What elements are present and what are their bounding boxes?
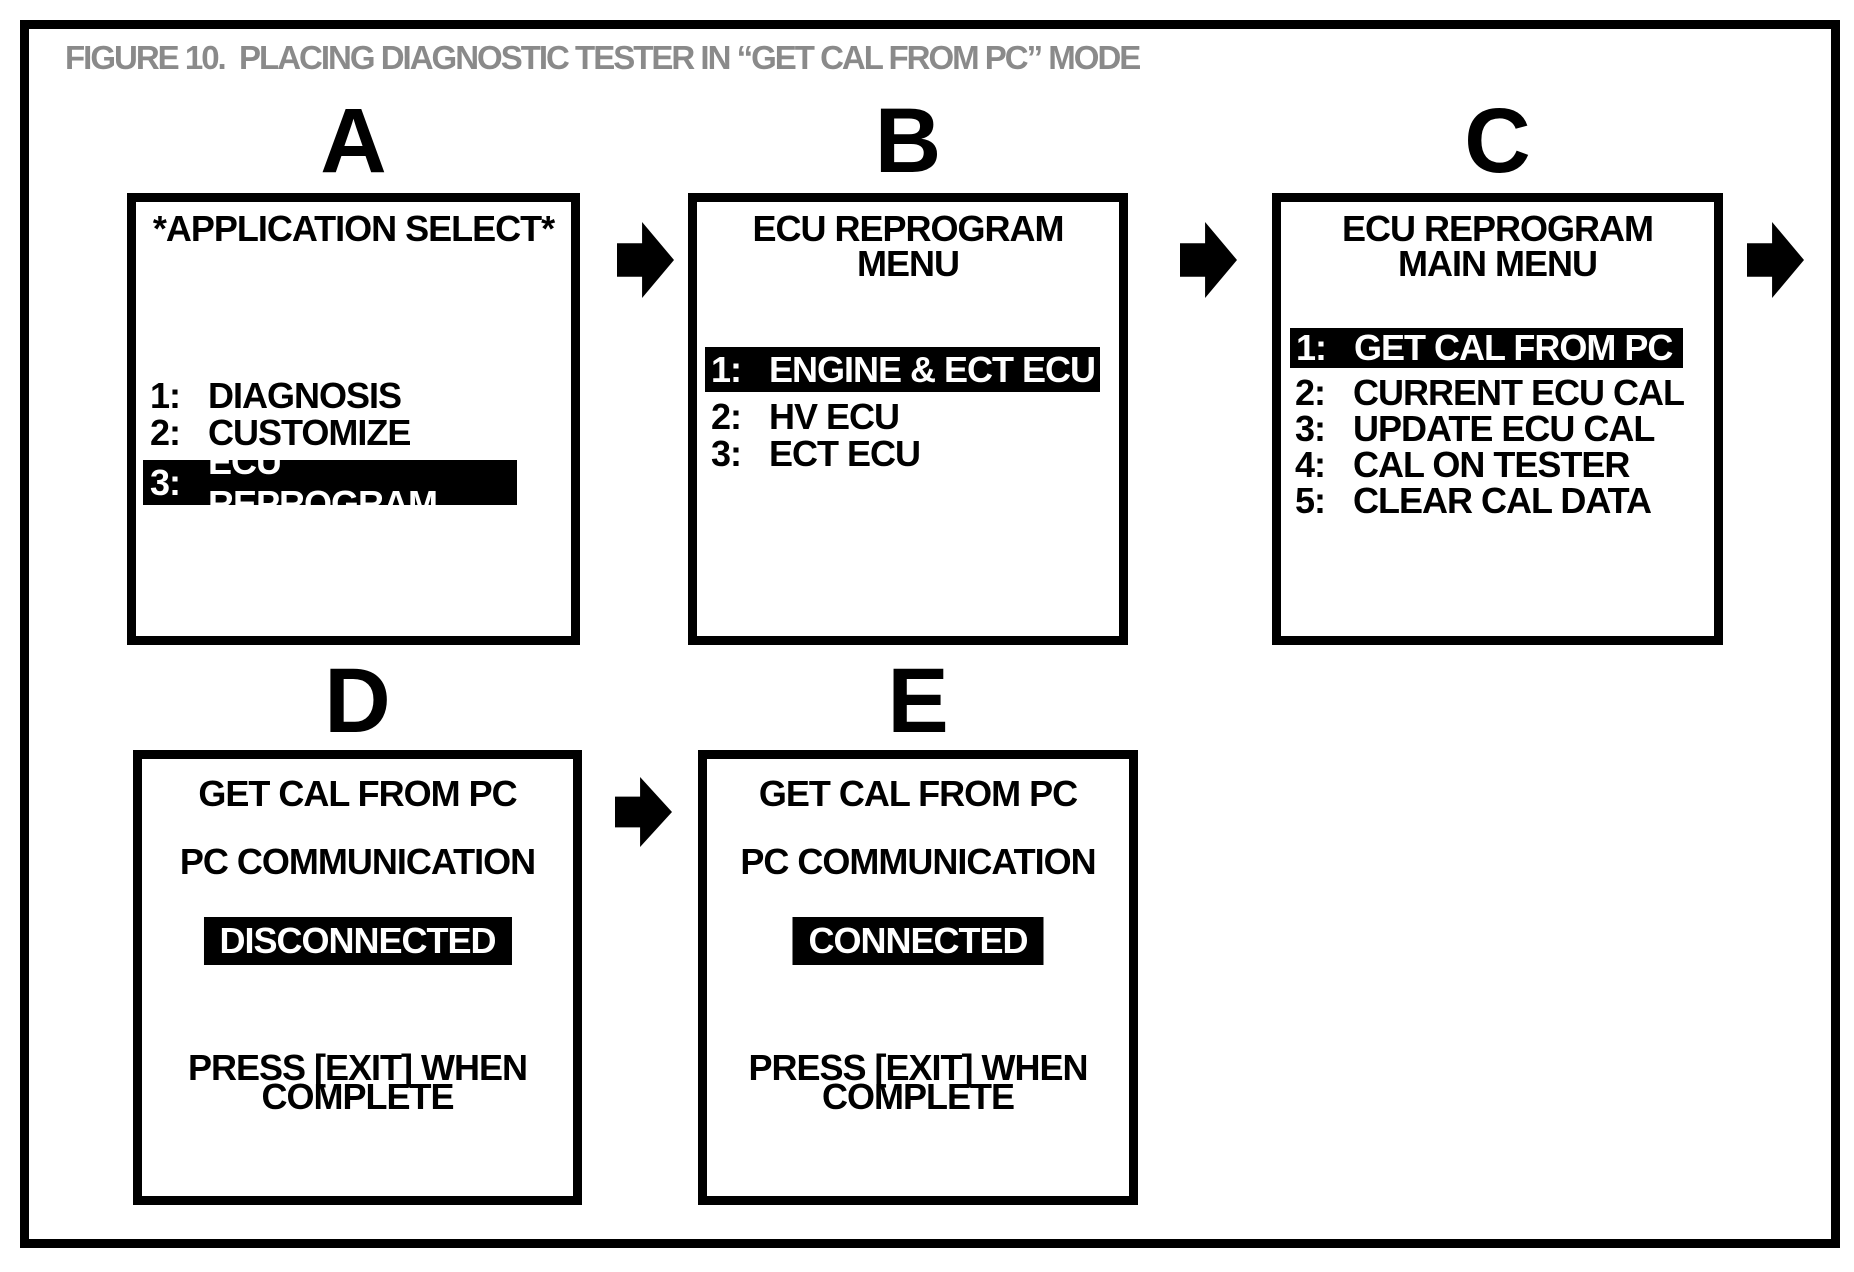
menu-item-diagnosis: 1: DIAGNOSIS: [136, 374, 571, 416]
figure-title: FIGURE 10. PLACING DIAGNOSTIC TESTER IN …: [65, 39, 1141, 76]
connection-status-badge: DISCONNECTED: [203, 917, 512, 965]
menu-item-text: DIAGNOSIS: [208, 374, 402, 416]
menu-item-number: 2:: [1295, 372, 1326, 413]
screen-b-title-line1: ECU REPROGRAM: [752, 208, 1064, 249]
menu-item-number: 1:: [711, 348, 742, 390]
menu-item-customize: 2: CUSTOMIZE: [136, 411, 571, 453]
menu-item-number: 3:: [150, 461, 181, 503]
panel-label-d: D: [324, 650, 391, 752]
tester-screen-d: GET CAL FROM PC PC COMMUNICATION DISCONN…: [133, 750, 582, 1205]
screen-d-footer-line2: COMPLETE: [261, 1076, 454, 1117]
tester-screen-b: ECU REPROGRAM MENU 1: ENGINE & ECT ECU 2…: [688, 193, 1128, 645]
menu-item-hv-ecu: 2: HV ECU: [697, 395, 1119, 437]
menu-item-current-ecu-cal: 2: CURRENT ECU CAL: [1281, 372, 1714, 413]
screen-e-line1: GET CAL FROM PC: [758, 773, 1078, 814]
screen-e-footer-line2: COMPLETE: [821, 1076, 1015, 1117]
menu-item-update-ecu-cal: 3: UPDATE ECU CAL: [1281, 408, 1714, 449]
menu-item-get-cal-from-pc-selected: 1: GET CAL FROM PC: [1290, 327, 1683, 368]
screen-c-title-line1: ECU REPROGRAM: [1341, 208, 1654, 249]
screen-d-line1: GET CAL FROM PC: [198, 773, 517, 814]
screen-a-menu: 1: DIAGNOSIS 2: CUSTOMIZE 3: ECU REPROGR…: [136, 374, 571, 524]
connection-status-badge: CONNECTED: [792, 917, 1044, 965]
tester-screen-a: *APPLICATION SELECT* 1: DIAGNOSIS 2: CUS…: [127, 193, 580, 645]
menu-item-text: ECU REPROGRAM: [208, 440, 438, 524]
menu-item-engine-ect-ecu-selected: 1: ENGINE & ECT ECU: [705, 347, 1100, 392]
screen-d-footer-line1: PRESS [EXIT] WHEN: [187, 1047, 528, 1088]
menu-item-number: 2:: [711, 395, 742, 437]
menu-item-text: CAL ON TESTER: [1353, 444, 1630, 485]
menu-item-ect-ecu: 3: ECT ECU: [697, 432, 1119, 474]
screen-d-line2: PC COMMUNICATION: [179, 841, 536, 882]
arrow-right-icon: [1747, 222, 1804, 298]
menu-item-text: GET CAL FROM PC: [1354, 327, 1673, 368]
figure-border: FIGURE 10. PLACING DIAGNOSTIC TESTER IN …: [20, 20, 1840, 1248]
panel-label-a: A: [320, 90, 387, 192]
arrow-right-icon: [1180, 222, 1237, 298]
arrow-right-icon: [615, 777, 672, 847]
screen-a-title: *APPLICATION SELECT*: [152, 208, 555, 249]
menu-item-number: 2:: [150, 411, 181, 453]
menu-item-ecu-reprogram-selected: 3: ECU REPROGRAM: [143, 441, 517, 524]
menu-item-number: 3:: [711, 432, 742, 474]
menu-item-text: HV ECU: [769, 395, 900, 437]
panel-label-e: E: [887, 650, 949, 752]
menu-item-number: 1:: [150, 374, 181, 416]
menu-item-clear-cal-data: 5: CLEAR CAL DATA: [1281, 480, 1714, 521]
menu-item-text: CURRENT ECU CAL: [1353, 372, 1685, 413]
menu-item-text: ENGINE & ECT ECU: [769, 348, 1096, 390]
menu-item-number: 1:: [1296, 327, 1327, 368]
panel-label-c: C: [1464, 90, 1531, 192]
menu-item-cal-on-tester: 4: CAL ON TESTER: [1281, 444, 1714, 485]
screen-b-title-line2: MENU: [857, 243, 960, 284]
screen-e-footer-line1: PRESS [EXIT] WHEN: [748, 1047, 1088, 1088]
screen-b-menu: 1: ENGINE & ECT ECU 2: HV ECU 3: ECT ECU: [697, 347, 1119, 474]
menu-item-text: CLEAR CAL DATA: [1353, 480, 1652, 521]
panel-label-b: B: [874, 90, 942, 192]
menu-item-text: ECT ECU: [769, 432, 921, 474]
tester-screen-c: ECU REPROGRAM MAIN MENU 1: GET CAL FROM …: [1272, 193, 1723, 645]
menu-item-number: 3:: [1295, 408, 1326, 449]
menu-item-text: CUSTOMIZE: [208, 411, 411, 453]
screen-e-line2: PC COMMUNICATION: [740, 841, 1096, 882]
menu-item-number: 5:: [1295, 480, 1326, 521]
screen-c-menu: 1: GET CAL FROM PC 2: CURRENT ECU CAL 3:…: [1281, 327, 1714, 521]
menu-item-number: 4:: [1295, 444, 1326, 485]
tester-screen-e: GET CAL FROM PC PC COMMUNICATION CONNECT…: [698, 750, 1138, 1205]
arrow-right-icon: [617, 222, 674, 298]
screen-c-title-line2: MAIN MENU: [1398, 243, 1598, 284]
menu-item-text: UPDATE ECU CAL: [1353, 408, 1655, 449]
